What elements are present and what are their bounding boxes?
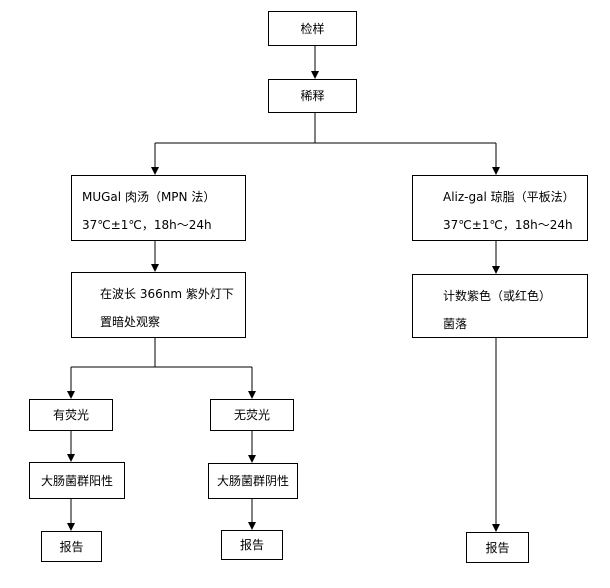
node-report-left-label: 报告 (59, 539, 84, 554)
node-ecoli-positive-label: 大肠菌群阳性 (40, 473, 113, 488)
node-count-line1: 计数紫色（或红色） (443, 289, 552, 303)
node-fluorescence-yes-label: 有荧光 (52, 408, 89, 422)
node-report-middle: 报告 (221, 530, 283, 560)
node-inspection-label: 检样 (300, 21, 325, 36)
node-aliz-line1: Aliz-gal 琼脂（平板法） (443, 190, 575, 204)
node-count-colonies: 计数紫色（或红色） 菌落 (412, 274, 588, 338)
node-mugal-broth: MUGal 肉汤（MPN 法） 37℃±1℃，18h～24h (71, 175, 246, 241)
node-count-line2: 菌落 (443, 317, 468, 331)
node-fluorescence-yes: 有荧光 (29, 399, 113, 431)
node-dilution: 稀释 (268, 79, 357, 113)
node-ecoli-negative-label: 大肠菌群阴性 (216, 474, 289, 488)
node-mugal-line2: 37℃±1℃，18h～24h (82, 218, 212, 232)
node-uv-line1: 在波长 366nm 紫外灯下 (100, 287, 234, 301)
node-dilution-label: 稀释 (300, 89, 325, 103)
node-fluorescence-no: 无荧光 (210, 399, 294, 431)
node-ecoli-positive: 大肠菌群阳性 (29, 462, 125, 499)
node-report-right-label: 报告 (485, 540, 510, 555)
node-report-right: 报告 (466, 532, 529, 563)
node-mugal-line1: MUGal 肉汤（MPN 法） (82, 190, 216, 204)
node-fluorescence-no-label: 无荧光 (233, 408, 270, 422)
node-report-left: 报告 (41, 531, 102, 562)
node-uv-observation: 在波长 366nm 紫外灯下 置暗处观察 (71, 272, 246, 338)
node-aliz-line2: 37℃±1℃，18h～24h (443, 218, 573, 232)
node-inspection: 检样 (268, 11, 357, 46)
node-uv-line2: 置暗处观察 (100, 315, 161, 329)
node-report-middle-label: 报告 (239, 538, 264, 552)
node-aliz-agar: Aliz-gal 琼脂（平板法） 37℃±1℃，18h～24h (412, 175, 588, 241)
node-ecoli-negative: 大肠菌群阴性 (208, 463, 298, 499)
